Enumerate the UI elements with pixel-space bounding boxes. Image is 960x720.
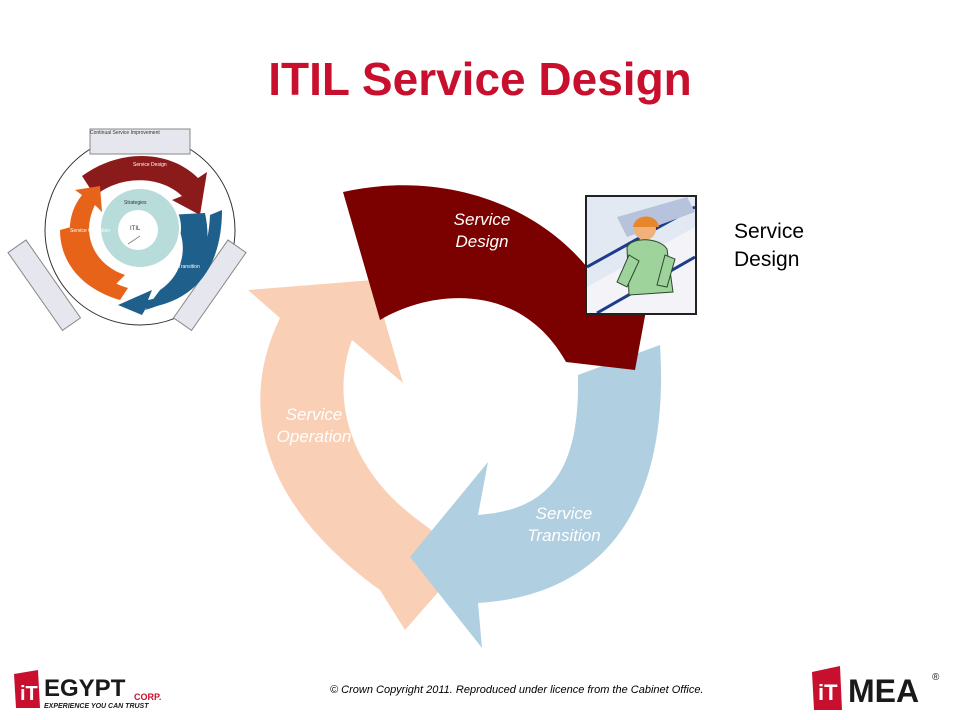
side-label-line1: Service [734, 220, 805, 243]
service-design-label: Service Design [432, 209, 532, 253]
service-transition-label-line2: Transition [527, 526, 601, 545]
egypt-corp-logo: iT EGYPT CORP. EXPERIENCE YOU CAN TRUST [10, 668, 170, 712]
designer-illustration [587, 197, 695, 313]
svg-text:EXPERIENCE YOU CAN TRUST: EXPERIENCE YOU CAN TRUST [44, 703, 149, 710]
side-label: Service Design [734, 218, 804, 274]
service-operation-label-line1: Service [285, 405, 343, 424]
service-operation-label-line2: Operation [276, 427, 352, 446]
service-operation-label: Service Operation [262, 404, 366, 448]
service-transition-arrow [410, 345, 662, 648]
mea-logo: iT MEA ® [808, 664, 948, 712]
svg-text:®: ® [932, 672, 940, 683]
svg-text:Service Transition: Service Transition [160, 264, 200, 270]
svg-text:ITIL: ITIL [130, 226, 141, 232]
service-design-label-line2: Design [455, 232, 509, 251]
svg-text:Service Design: Service Design [133, 162, 167, 168]
svg-text:Strategies: Strategies [124, 200, 147, 206]
service-design-label-line1: Service [453, 210, 511, 229]
service-transition-label-line1: Service [535, 504, 593, 523]
designer-clipart-image [585, 195, 697, 315]
service-design-arrow [343, 185, 655, 370]
svg-text:EGYPT: EGYPT [44, 675, 126, 702]
svg-text:MEA: MEA [848, 673, 919, 709]
service-operation-arrow [248, 280, 468, 630]
svg-text:CORP.: CORP. [134, 692, 161, 702]
svg-text:Continual Service Improvement: Continual Service Improvement [90, 130, 160, 136]
svg-text:iT: iT [818, 680, 838, 705]
copyright-notice: © Crown Copyright 2011. Reproduced under… [330, 684, 704, 696]
svg-text:Service Operation: Service Operation [70, 228, 110, 234]
mini-itil-diagram: Continual Service Improvement Service De… [7, 128, 247, 332]
side-label-line2: Design [734, 248, 800, 271]
service-transition-label: Service Transition [512, 503, 616, 547]
page-title: ITIL Service Design [268, 53, 692, 105]
svg-text:iT: iT [20, 683, 38, 705]
